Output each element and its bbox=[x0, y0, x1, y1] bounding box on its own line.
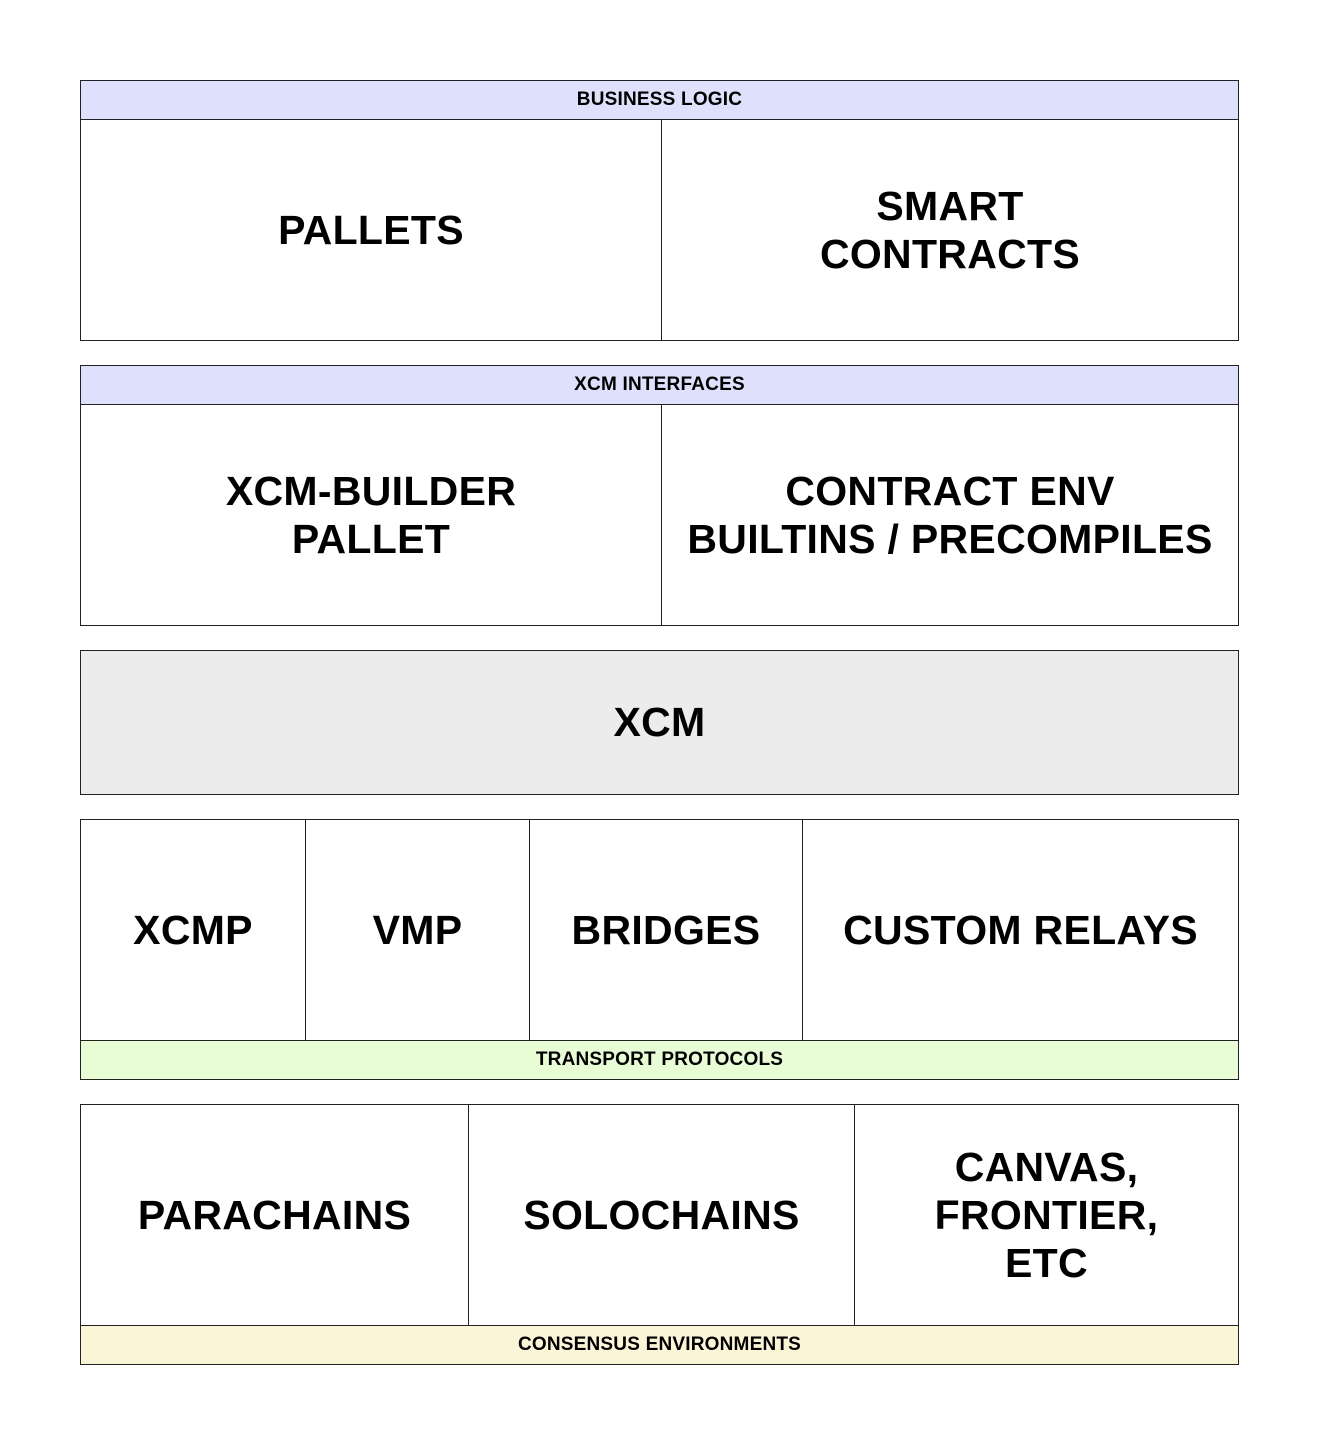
consensus-environments-layer: PARACHAINS SOLOCHAINS CANVAS, FRONTIER, … bbox=[80, 1104, 1239, 1365]
xcm-builder-pallet-box: XCM-BUILDER PALLET bbox=[225, 468, 517, 562]
consensus-environments-title: CONSENSUS ENVIRONMENTS bbox=[81, 1325, 1238, 1364]
xcm-interfaces-layer: XCM INTERFACES XCM-BUILDER PALLET CONTRA… bbox=[80, 365, 1239, 626]
solochains-box: SOLOCHAINS bbox=[468, 1105, 854, 1325]
transport-protocols-title: TRANSPORT PROTOCOLS bbox=[81, 1040, 1238, 1079]
business-logic-layer: BUSINESS LOGIC PALLETS SMART CONTRACTS bbox=[80, 80, 1239, 341]
transport-protocols-layer: XCMP VMP BRIDGES CUSTOM RELAYS TRANSPORT… bbox=[80, 819, 1239, 1080]
business-logic-row: PALLETS SMART CONTRACTS bbox=[81, 120, 1238, 340]
xcm-interfaces-title: XCM INTERFACES bbox=[81, 366, 1238, 405]
bridges-box: BRIDGES bbox=[529, 820, 802, 1040]
contract-env-builtins-box: CONTRACT ENV BUILTINS / PRECOMPILES bbox=[661, 405, 1238, 625]
pallets-box: PALLETS bbox=[278, 207, 464, 253]
transport-protocols-row: XCMP VMP BRIDGES CUSTOM RELAYS bbox=[81, 820, 1238, 1040]
xcm-layer: XCM bbox=[80, 650, 1239, 795]
business-logic-title: BUSINESS LOGIC bbox=[81, 81, 1238, 120]
xcmp-box: XCMP bbox=[133, 907, 253, 953]
smart-contracts-box: SMART CONTRACTS bbox=[661, 120, 1238, 340]
canvas-frontier-etc-box: CANVAS, FRONTIER, ETC bbox=[854, 1105, 1238, 1325]
consensus-environments-row: PARACHAINS SOLOCHAINS CANVAS, FRONTIER, … bbox=[81, 1105, 1238, 1325]
xcm-label: XCM bbox=[613, 699, 706, 745]
custom-relays-box: CUSTOM RELAYS bbox=[802, 820, 1238, 1040]
parachains-box: PARACHAINS bbox=[137, 1192, 412, 1238]
vmp-box: VMP bbox=[305, 820, 529, 1040]
xcm-interfaces-row: XCM-BUILDER PALLET CONTRACT ENV BUILTINS… bbox=[81, 405, 1238, 625]
